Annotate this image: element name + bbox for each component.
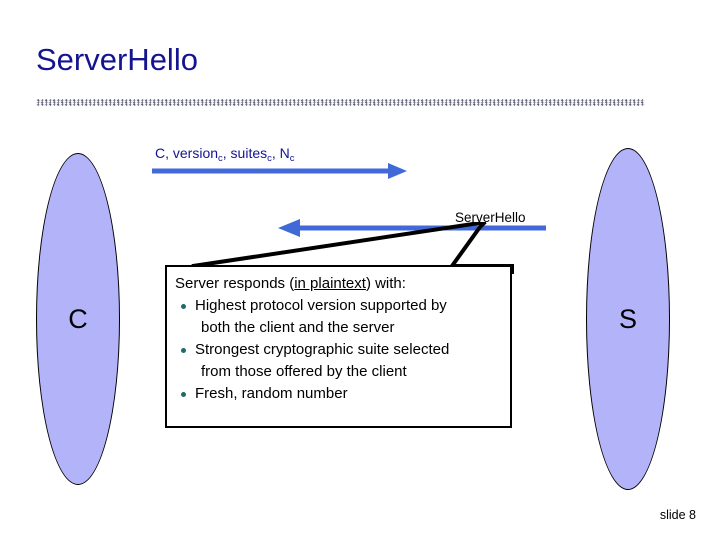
list-item-continuation: from those offered by the client <box>201 363 407 380</box>
message-1-label-prefix: C, version <box>155 145 219 161</box>
description-box: Server responds (in plaintext) with: Hig… <box>165 265 512 428</box>
list-item: Strongest cryptographic suite selected <box>175 339 502 361</box>
heading-underlined: in plaintext <box>294 275 366 292</box>
bullet-dot-icon <box>181 304 186 309</box>
message-2-label: ServerHello <box>455 210 526 225</box>
message-1-label-mid2: , N <box>271 145 290 161</box>
actor-ellipse-client: C <box>36 153 120 485</box>
actor-ellipse-server: S <box>586 148 670 490</box>
list-item-continuation: both the client and the server <box>201 319 395 336</box>
heading-before: Server responds ( <box>175 275 295 292</box>
bullet-dot-icon <box>181 392 186 397</box>
message-1-sub-c3: c <box>289 153 295 164</box>
description-heading: Server responds (in plaintext) with: <box>175 273 502 295</box>
slide-number: slide 8 <box>659 508 696 522</box>
message-1-sub-c2: c <box>267 153 272 164</box>
list-item-text: Highest protocol version supported by <box>195 297 447 314</box>
list-item-text: Fresh, random number <box>195 385 348 402</box>
list-item: Highest protocol version supported by <box>175 295 502 317</box>
bullet-dot-icon <box>181 348 186 353</box>
page-title: ServerHello <box>36 42 198 77</box>
actor-label-client: C <box>68 303 88 334</box>
heading-after: ) with: <box>365 275 406 292</box>
list-item: Fresh, random number <box>175 383 502 405</box>
arrow-client-to-server-icon <box>152 163 407 179</box>
message-1-label-mid: , suites <box>222 145 268 161</box>
list-item-text: Strongest cryptographic suite selected <box>195 341 450 358</box>
title-divider <box>36 99 645 106</box>
arrow-server-to-client-icon <box>278 219 546 237</box>
message-1-label: C, versionc, suitesc, Nc <box>155 145 295 164</box>
actor-label-server: S <box>618 303 637 334</box>
description-bullet-list: Highest protocol version supported by bo… <box>175 295 502 405</box>
message-1-sub-c1: c <box>218 153 223 164</box>
